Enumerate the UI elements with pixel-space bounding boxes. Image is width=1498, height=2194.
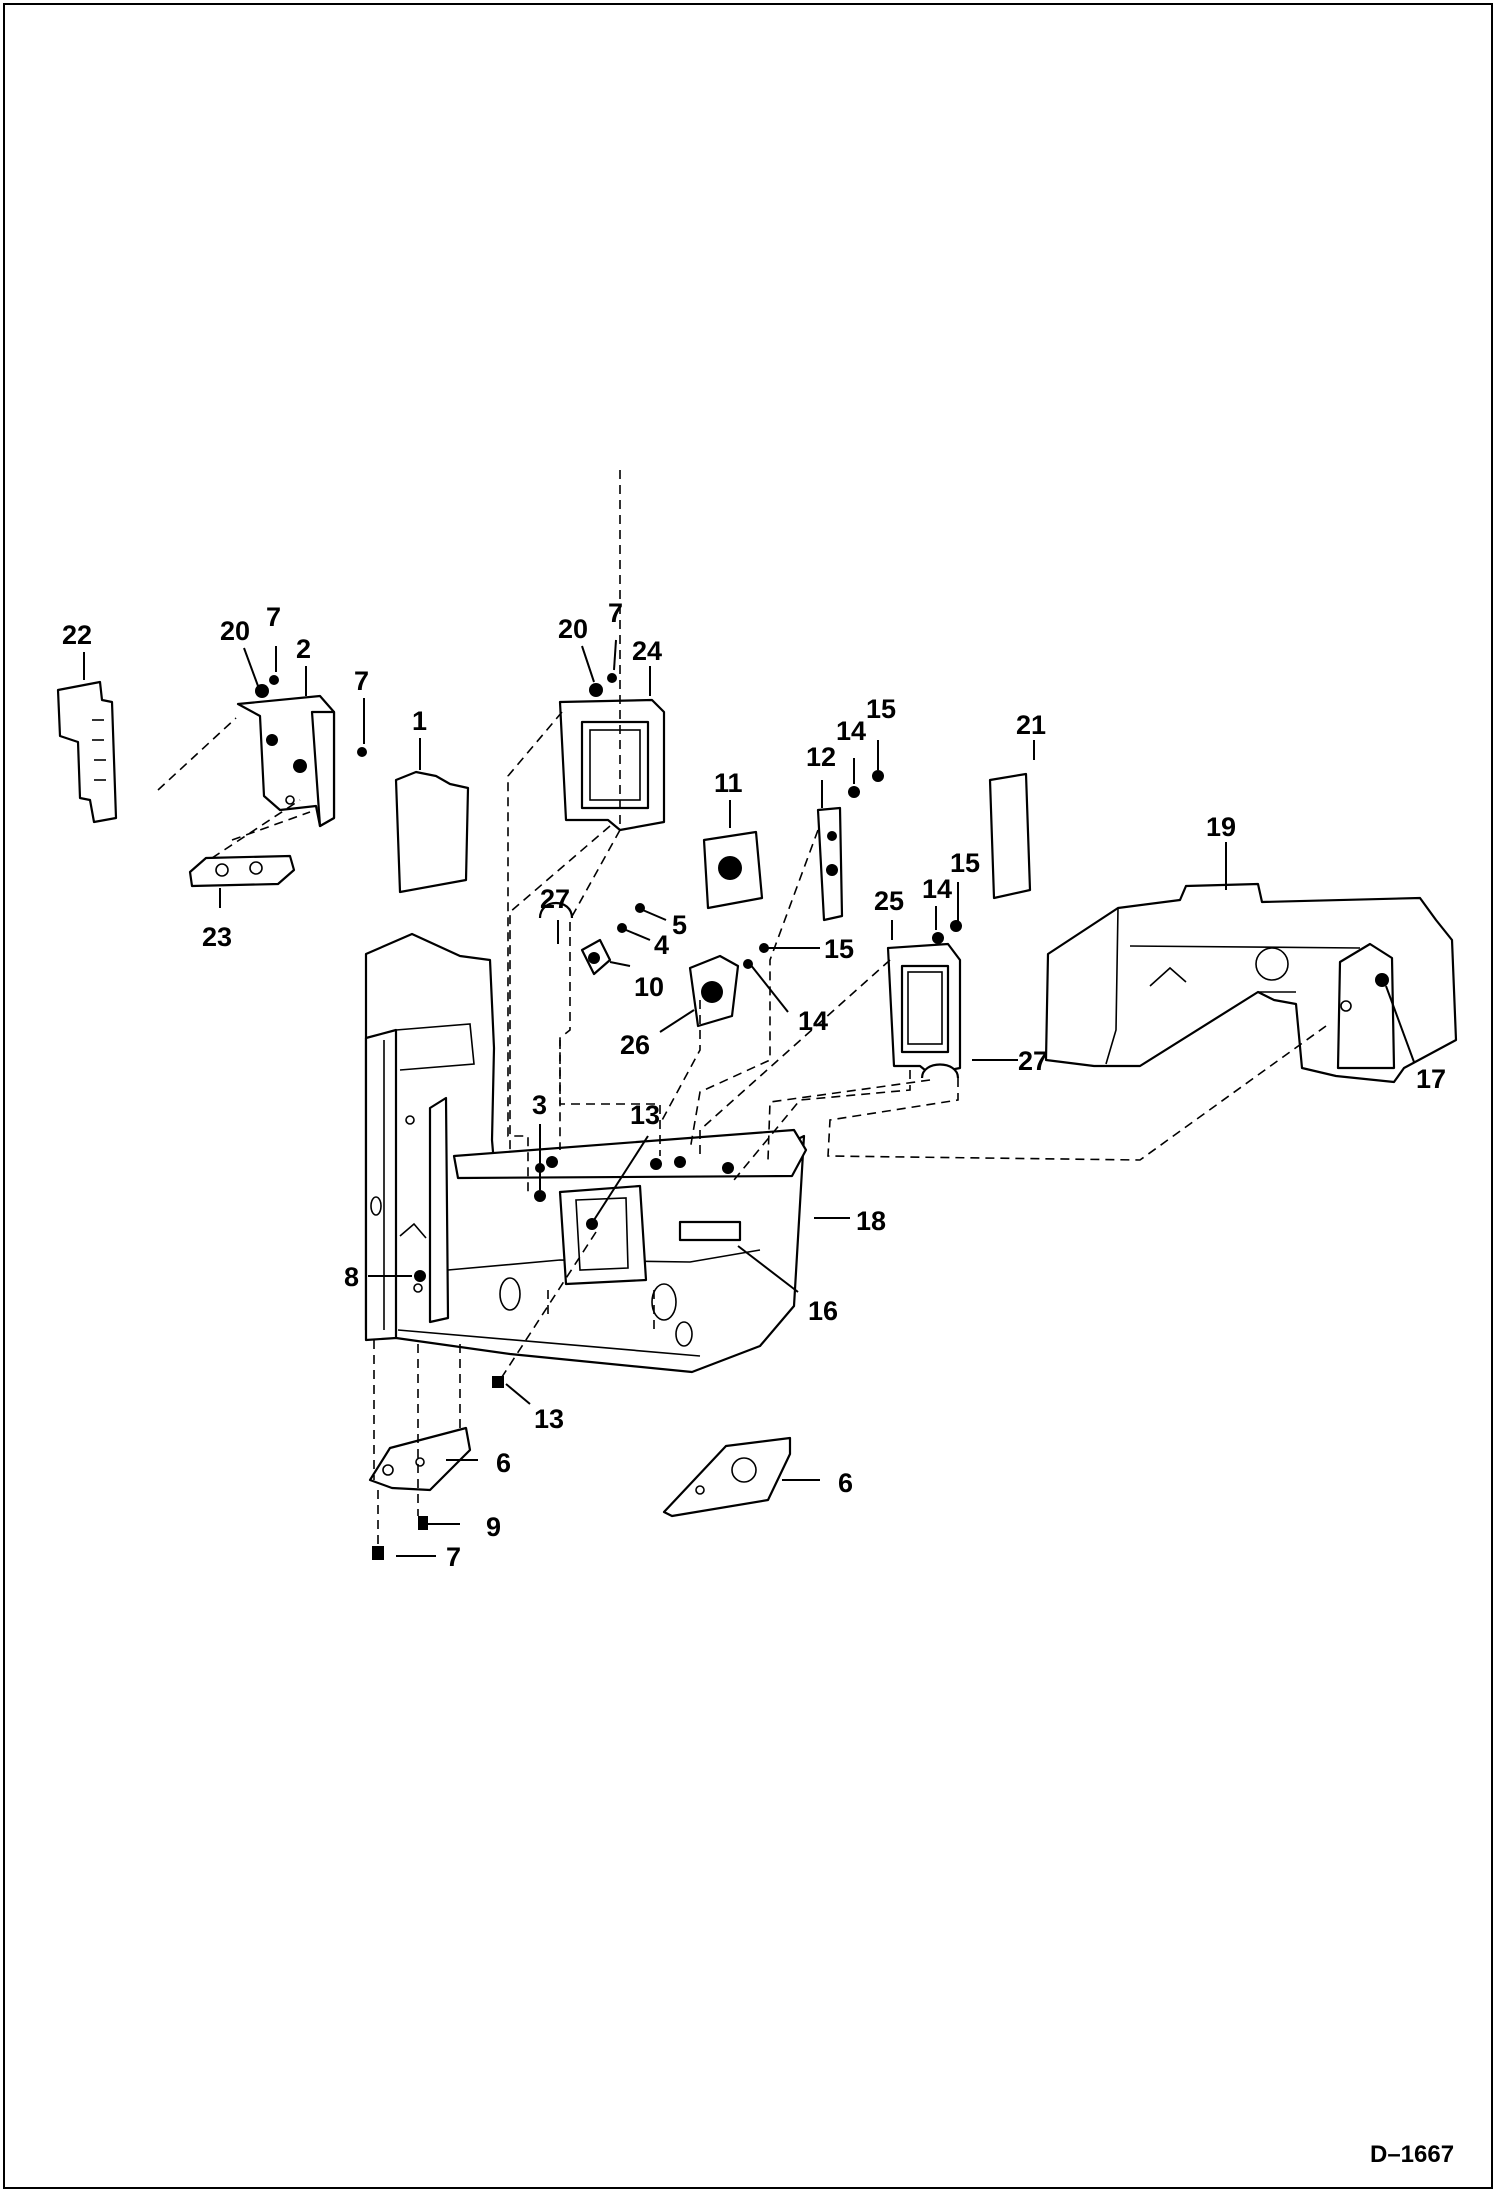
callout-9: 9 (486, 1512, 501, 1542)
callout-6: 6 (838, 1468, 853, 1498)
callout-23: 23 (202, 922, 232, 952)
part-24-window-panel (558, 698, 666, 832)
part-22-side-panel (56, 680, 118, 824)
part-18-main-chassis (364, 932, 808, 1374)
leader-lines (83, 639, 1415, 1557)
callout-14: 14 (836, 716, 866, 746)
callout-14: 14 (922, 874, 952, 904)
callout-20: 20 (558, 614, 588, 644)
part-21-plate (988, 772, 1032, 900)
callout-7: 7 (608, 598, 623, 628)
figure-id: D–1667 (1370, 2141, 1454, 2168)
callout-25: 25 (874, 886, 904, 916)
callout-21: 21 (1016, 710, 1046, 740)
callout-2: 2 (296, 634, 311, 664)
callout-12: 12 (806, 742, 836, 772)
callout-18: 18 (856, 1206, 886, 1236)
part-23-bracket (188, 854, 296, 888)
callout-15: 15 (950, 848, 980, 878)
callout-27: 27 (1018, 1046, 1048, 1076)
callout-19: 19 (1206, 812, 1236, 842)
callout-7: 7 (354, 666, 369, 696)
callout-3: 3 (532, 1090, 547, 1120)
part-6-left-plate (368, 1426, 472, 1492)
part-19-rear-frame (1044, 882, 1458, 1084)
callout-27: 27 (540, 884, 570, 914)
callout-26: 26 (620, 1030, 650, 1060)
part-6-right-plate (662, 1436, 792, 1518)
callout-22: 22 (62, 620, 92, 650)
callout-5: 5 (672, 910, 687, 940)
part-25-window-panel (886, 942, 962, 1076)
callout-20: 20 (220, 616, 250, 646)
part-11-vent-plate (702, 830, 764, 910)
assembly-dashed-lines (157, 470, 1327, 1546)
callout-10: 10 (634, 972, 664, 1002)
callout-17: 17 (1416, 1064, 1446, 1094)
callout-13: 13 (534, 1404, 564, 1434)
part-2-bracket (236, 694, 336, 828)
callout-7: 7 (266, 602, 281, 632)
callout-13: 13 (630, 1100, 660, 1130)
diagram-frame (3, 3, 1493, 2189)
callout-8: 8 (344, 1262, 359, 1292)
callout-7: 7 (446, 1542, 461, 1572)
part-1-cover-plate (394, 770, 470, 894)
callout-24: 24 (632, 636, 662, 666)
part-26-vent-plate (688, 954, 740, 1028)
part-12-strip (816, 806, 844, 922)
callout-14: 14 (798, 1006, 828, 1036)
callout-11: 11 (714, 768, 743, 798)
part-10-small-plate (580, 938, 612, 976)
callout-6: 6 (496, 1448, 511, 1478)
callout-16: 16 (808, 1296, 838, 1326)
callout-1: 1 (412, 706, 427, 736)
callout-15: 15 (824, 934, 854, 964)
callout-4: 4 (654, 930, 669, 960)
callout-labels: 22 20 7 2 7 23 1 20 7 24 27 5 4 10 11 26… (62, 598, 1446, 1572)
callout-15: 15 (866, 694, 896, 724)
